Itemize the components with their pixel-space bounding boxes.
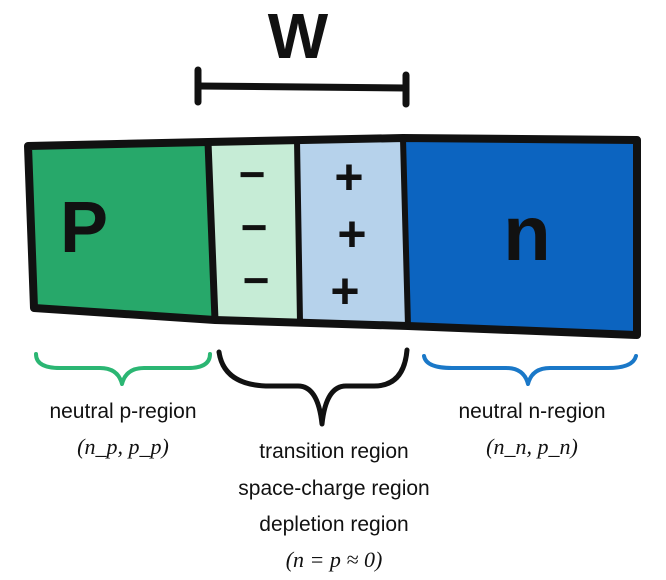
minus-symbol: − <box>241 201 268 253</box>
n-region-brace <box>422 354 638 386</box>
divider-plus-n <box>400 136 411 329</box>
space-charge-region-label: space-charge region <box>238 477 430 500</box>
p-region-brace <box>34 352 212 386</box>
plus-symbol: + <box>334 149 363 205</box>
w-label: W <box>268 0 329 72</box>
minus-region <box>208 140 300 322</box>
p-region-carriers: (n_p, p_p) <box>77 434 169 459</box>
n-region-carriers: (n_n, p_n) <box>486 434 578 459</box>
p-region <box>28 142 215 320</box>
p-label: P <box>60 188 108 268</box>
w-bracket-line <box>194 82 410 92</box>
plus-symbol: + <box>337 206 366 262</box>
p-region-title: neutral p-region <box>49 400 197 423</box>
bar-outline <box>24 134 641 339</box>
depletion-region-label: depletion region <box>259 513 409 536</box>
divider-minus-plus <box>294 137 303 325</box>
n-region-title: neutral n-region <box>458 400 606 423</box>
plus-symbol: + <box>330 263 359 319</box>
plus-region <box>297 140 408 324</box>
minus-symbol: − <box>243 254 270 306</box>
n-label: n <box>503 189 551 277</box>
minus-symbol: − <box>239 148 266 200</box>
depletion-condition: (n = p ≈ 0) <box>285 547 383 572</box>
transition-region-brace <box>216 347 410 427</box>
divider-p-minus <box>204 138 219 324</box>
n-region <box>403 140 637 335</box>
transition-region-label: transition region <box>259 440 409 463</box>
